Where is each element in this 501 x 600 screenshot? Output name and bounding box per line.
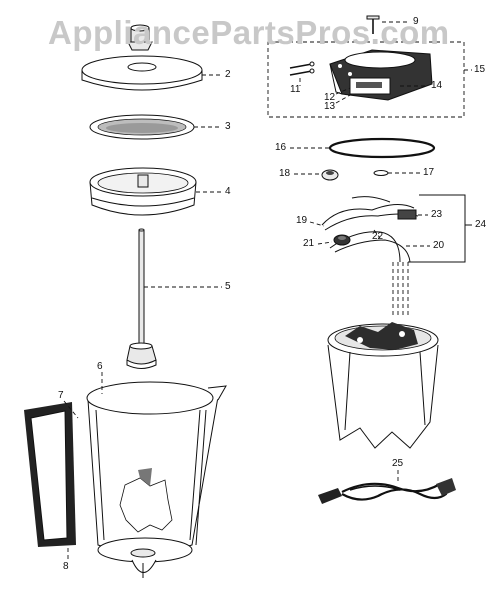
callout-25: 25	[392, 458, 404, 469]
callout-5: 5	[225, 281, 231, 292]
leader-21	[317, 241, 333, 245]
part-gasket	[328, 137, 436, 159]
part-handle	[24, 402, 76, 547]
part-washer	[373, 170, 389, 176]
bracket-24	[408, 194, 466, 263]
callout-11: 11	[290, 84, 301, 95]
callout-23: 23	[431, 209, 443, 220]
callout-17: 17	[423, 167, 435, 178]
part-capacitor	[333, 234, 351, 246]
part-pins	[289, 61, 315, 76]
leader-7	[63, 400, 79, 419]
watermark: AppliancePartsPros.com	[48, 14, 450, 51]
part-motor-base	[327, 322, 439, 449]
part-filter-disc	[89, 114, 195, 140]
part-screw	[366, 15, 380, 34]
callout-22: 22	[372, 231, 384, 242]
callout-4: 4	[225, 186, 231, 197]
callout-2: 2	[225, 69, 231, 80]
callout-19: 19	[296, 215, 308, 226]
callout-7: 7	[58, 390, 64, 401]
leader-19	[309, 221, 325, 227]
part-lid-knob	[127, 24, 153, 51]
callout-20: 20	[433, 240, 445, 251]
callout-24: 24	[475, 219, 487, 230]
part-wiring-harness	[321, 196, 419, 263]
callout-18: 18	[279, 168, 291, 179]
part-lid	[81, 55, 203, 91]
part-power-cord	[318, 478, 456, 504]
leader-12	[335, 87, 351, 95]
callout-14: 14	[431, 80, 443, 91]
leader-22	[373, 229, 381, 239]
leader-13	[335, 93, 353, 104]
part-shaft	[126, 228, 157, 369]
callout-6: 6	[97, 361, 103, 372]
part-switch	[397, 209, 417, 220]
callout-21: 21	[303, 238, 315, 249]
part-motor-top	[329, 49, 433, 101]
callout-3: 3	[225, 121, 231, 132]
connection-lines	[392, 262, 409, 318]
callout-13: 13	[324, 101, 336, 112]
part-basket	[89, 167, 197, 216]
part-jug	[86, 381, 227, 578]
callout-8: 8	[63, 561, 69, 572]
callout-16: 16	[275, 142, 287, 153]
callout-12: 12	[324, 92, 336, 103]
callout-9: 9	[413, 16, 419, 27]
group-box-15	[267, 41, 465, 118]
part-bushing	[321, 169, 339, 181]
callout-15: 15	[474, 64, 486, 75]
